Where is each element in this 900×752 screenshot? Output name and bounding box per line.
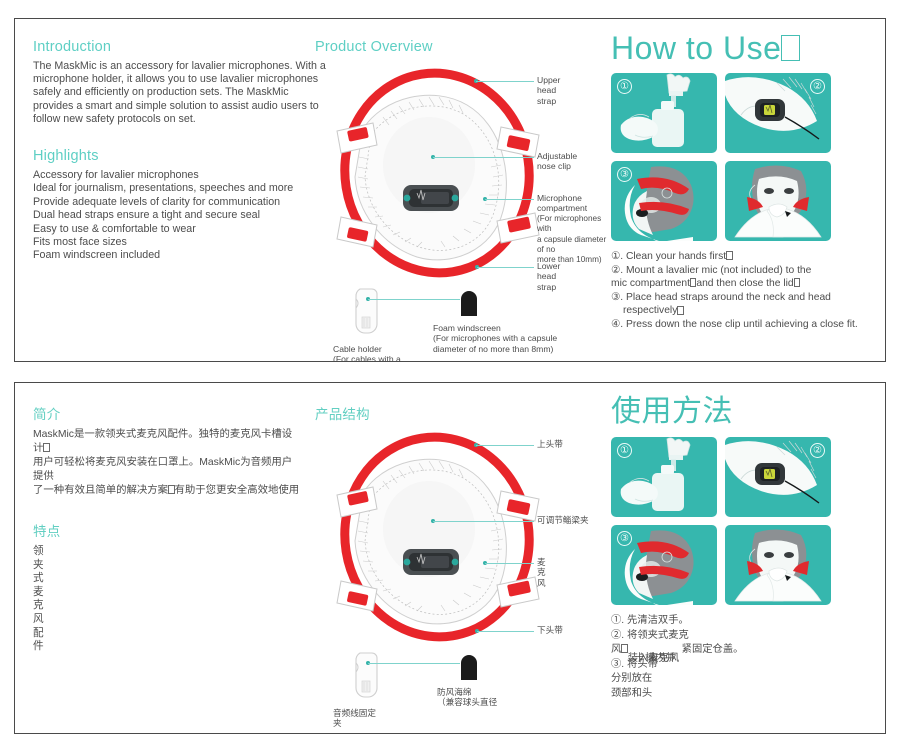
list-item: Easy to use & comfortable to wear — [33, 222, 196, 235]
step-2-cn: ②. 将领夹式麦克 — [611, 629, 689, 641]
tile-wash-hands: ① — [611, 73, 717, 153]
howto-title-cn: 使用方法 — [611, 395, 733, 428]
leader-line — [433, 521, 534, 522]
mic-compartment-graphic — [403, 185, 459, 211]
leader-line — [476, 81, 534, 82]
caption-foam-windscreen: Foam windscreen (For microphones with a … — [433, 323, 558, 354]
callout-adjustable-nose-clip-cn: 可调节鲻梁夹 — [537, 515, 589, 525]
step-number-badge: ② — [810, 79, 825, 94]
leader-line — [477, 631, 534, 632]
howto-tiles: ① ② — [611, 73, 883, 241]
tofu-glyph — [793, 278, 801, 288]
list-item: Provide adequate levels of clarity for c… — [33, 195, 281, 208]
mask-diagram-cn — [336, 432, 540, 642]
leader-line — [485, 563, 534, 564]
howto-tiles-cn: ① ② — [611, 437, 883, 605]
tile-head-straps: ③ — [611, 161, 717, 241]
mask-diagram — [336, 68, 540, 278]
leader-line — [476, 445, 534, 446]
english-diagram-column: Product Overview — [315, 39, 615, 362]
list-item: Accessory for lavalier microphones — [33, 169, 199, 182]
introduction-heading: Introduction — [33, 39, 112, 55]
list-item: Dual head straps ensure a tight and secu… — [33, 209, 260, 222]
chinese-diagram-column: 产品结构 — [315, 403, 615, 728]
tofu-glyph — [781, 34, 800, 61]
leader-line — [433, 157, 534, 158]
step-2-cont-cn: 风装入麦克风卡槽内并紧固定仓盖。 — [611, 644, 744, 665]
callout-adjustable-nose-clip: Adjustable nose clip — [537, 151, 578, 172]
step-3-cont: respectively — [611, 304, 883, 318]
callout-lower-head-strap: Lower head strap — [537, 261, 561, 292]
step-1-cn: ①. 先清洁双手。 — [611, 615, 689, 626]
chinese-howto-column: 使用方法 ① ② — [611, 395, 883, 702]
tile-mount-mic: ② — [725, 73, 831, 153]
highlights-heading-cn: 特点 — [33, 524, 61, 539]
chinese-panel: 简介 MaskMic是一款领夹式麦克风配件。独特的麦克风卡槽设 计 用户可轻松将… — [14, 382, 886, 734]
caption-foam-windscreen-cn: 防风海绵 （兼容球头直径 — [437, 687, 498, 708]
mic-compartment-graphic — [403, 549, 459, 575]
step-3-cn: ③. 将头带 — [611, 658, 658, 670]
list-item: Foam windscreen included — [33, 249, 161, 262]
callout-microphone-cn: 麦 克 风 — [537, 557, 546, 588]
step-3-cont-cn: 分别放在 — [611, 673, 653, 685]
introduction-body: The MaskMic is an accessory for lavalier… — [33, 60, 326, 125]
step-2: ②. Mount a lavalier mic (not included) t… — [611, 264, 812, 276]
list-item: Ideal for journalism, presentations, spe… — [33, 182, 294, 195]
tofu-glyph — [43, 443, 50, 453]
english-text-column: Introduction The MaskMic is an accessory… — [33, 39, 329, 263]
foam-windscreen-graphic-cn — [461, 655, 477, 680]
leader-line — [368, 299, 460, 300]
step-number-badge: ① — [617, 79, 632, 94]
introduction-heading-cn: 简介 — [33, 407, 61, 422]
step-4: ④. Press down the nose clip until achiev… — [611, 318, 858, 330]
highlights-list: Accessory for lavalier microphones Ideal… — [33, 169, 329, 263]
howto-steps: ①. Clean your hands first ②. Mount a lav… — [611, 250, 883, 332]
tofu-glyph — [726, 251, 733, 261]
step-number-badge: ③ — [617, 531, 632, 546]
caption-cable-holder: Cable holder (For cables with a diameter… — [333, 344, 401, 362]
step-number-badge: ① — [617, 443, 632, 458]
tile-press-nose-clip-cn — [725, 525, 831, 605]
tile-wash-hands-cn: ① — [611, 437, 717, 517]
callout-upper-head-strap-cn: 上头带 — [537, 439, 563, 449]
highlights-heading: Highlights — [33, 148, 99, 165]
step-3-cont2-cn: 颈部和头 — [611, 687, 653, 699]
foam-windscreen-graphic — [461, 291, 477, 316]
caption-cable-holder-cn: 音频线固定 夹 — [333, 708, 376, 729]
cable-holder-graphic — [355, 288, 378, 334]
tile-press-nose-clip — [725, 161, 831, 241]
tofu-glyph — [677, 305, 684, 315]
tile-head-straps-cn: ③ — [611, 525, 717, 605]
tofu-glyph — [621, 644, 628, 654]
step-3: ③. Place head straps around the neck and… — [611, 291, 831, 303]
tofu-glyph — [689, 278, 697, 288]
english-howto-column: How to Use ① ② — [611, 31, 883, 332]
howto-steps-cn: ①. 先清洁双手。 ②. 将领夹式麦克 风装入麦克风卡槽内并紧固定仓盖。 ③. … — [611, 614, 883, 702]
introduction-body-cn: MaskMic是一款领夹式麦克风配件。独特的麦克风卡槽设 计 用户可轻松将麦克风… — [33, 429, 300, 496]
english-panel: Introduction The MaskMic is an accessory… — [14, 18, 886, 362]
chinese-text-column: 简介 MaskMic是一款领夹式麦克风配件。独特的麦克风卡槽设 计 用户可轻松将… — [33, 403, 329, 654]
step-1: ①. Clean your hands first — [611, 250, 883, 264]
tofu-glyph — [168, 485, 175, 495]
list-item: Fits most face sizes — [33, 236, 127, 249]
tile-mount-mic-cn: ② — [725, 437, 831, 517]
callout-upper-head-strap: Upper head strap — [537, 75, 561, 106]
step-number-badge: ② — [810, 443, 825, 458]
leader-line — [368, 663, 460, 664]
product-structure-heading: 产品结构 — [315, 407, 370, 422]
highlights-vertical-cn: 领 夹 式 麦 克 风 配 件 — [33, 545, 44, 653]
callout-lower-head-strap-cn: 下头带 — [537, 625, 563, 635]
howto-title: How to Use — [611, 31, 883, 65]
cable-holder-graphic-cn — [355, 652, 378, 698]
leader-line — [477, 267, 534, 268]
step-number-badge: ③ — [617, 167, 632, 182]
leader-line — [485, 199, 534, 200]
callout-microphone-compartment: Microphone compartment (For microphones … — [537, 193, 607, 265]
product-overview-heading: Product Overview — [315, 39, 433, 55]
